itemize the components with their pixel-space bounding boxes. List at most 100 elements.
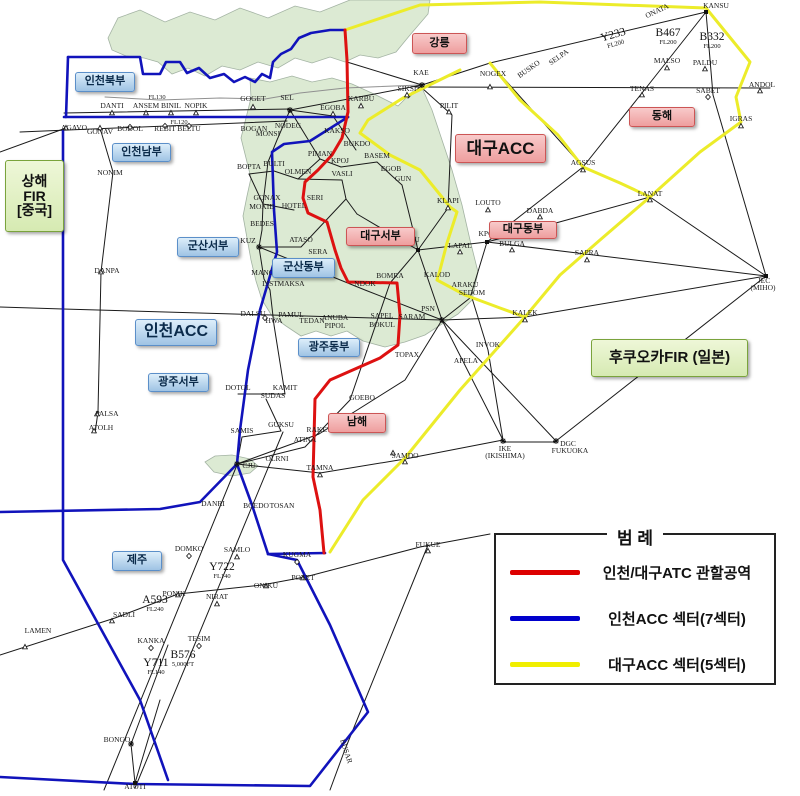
fix-triangle-icon bbox=[389, 449, 397, 456]
svg-text:FL200: FL200 bbox=[703, 43, 720, 50]
fix-triangle-icon bbox=[579, 166, 587, 173]
atc-jurisdiction-boundary bbox=[301, 28, 402, 555]
waypoint-atoti: ATOTI bbox=[124, 782, 146, 791]
vor-icon bbox=[419, 82, 425, 88]
fix-triangle-icon bbox=[521, 316, 529, 323]
waypoint-danpa: DANPA bbox=[94, 266, 120, 275]
sector-box-namhae: 남해 bbox=[328, 413, 386, 433]
fix-diamond-icon bbox=[162, 122, 168, 130]
fix-triangle-icon bbox=[424, 547, 432, 554]
waypoint-miho: (MIHO) bbox=[751, 283, 776, 292]
fix-triangle-icon bbox=[456, 248, 464, 255]
waypoint-monsi: MONSI bbox=[256, 129, 281, 138]
waypoint-sapra: SAPRA bbox=[575, 248, 600, 257]
waypoint-apela: APELA bbox=[454, 356, 479, 365]
waypoint-fukuoka: FUKUOKA bbox=[552, 446, 589, 455]
waypoint-bogan: BOGAN bbox=[241, 124, 268, 133]
waypoint-klapi: KLAPI bbox=[437, 196, 460, 205]
waypoint-jec: JEC bbox=[758, 276, 771, 285]
waypoint-gonav: GONAV bbox=[87, 127, 114, 136]
junction-icon bbox=[704, 10, 708, 14]
waypoint-topax: TOPAX bbox=[395, 350, 420, 359]
vor-icon bbox=[287, 107, 293, 113]
fix-diamond-icon bbox=[262, 314, 268, 322]
fix-triangle-icon bbox=[357, 102, 365, 109]
sector-box-incheon-north: 인천북부 bbox=[75, 72, 135, 92]
waypoint-bongo: BONGO bbox=[104, 735, 131, 744]
fix-triangle-icon bbox=[638, 91, 646, 98]
waypoint-dalsu: DALSU bbox=[240, 309, 266, 318]
waypoint-olrni: OLRNI bbox=[266, 454, 289, 463]
waypoint-bukdo: BUKDO bbox=[344, 139, 371, 148]
sector-box-gunsan-west: 군산서부 bbox=[177, 237, 239, 257]
waypoint-kalod: KALOD bbox=[424, 270, 451, 279]
waypoint-dabda: DABDA bbox=[527, 206, 554, 215]
waypoint-samis: SAMIS bbox=[231, 426, 254, 435]
waypoint-piman: PIMAN bbox=[308, 149, 333, 158]
svg-text:FL240: FL240 bbox=[146, 606, 163, 613]
waypoint-ataso: ATASO bbox=[289, 235, 313, 244]
fix-triangle-icon bbox=[93, 410, 101, 417]
waypoint-lapal: LAPAL bbox=[448, 241, 472, 250]
waypoint-oniku: ONIKU bbox=[254, 581, 279, 590]
fix-triangle-icon bbox=[401, 458, 409, 465]
waypoint-bokul: BOKUL bbox=[369, 320, 395, 329]
fix-triangle-icon bbox=[445, 108, 453, 115]
waypoint-karbu: KARBU bbox=[348, 94, 375, 103]
fix-triangle-icon bbox=[262, 582, 270, 589]
waypoint-list: LIST bbox=[262, 279, 278, 288]
sector-box-fukuoka-fir: 후쿠오카FIR (일본) bbox=[591, 339, 748, 377]
waypoint-kanka: KANKA bbox=[137, 636, 165, 645]
waypoint-psn: PSN bbox=[421, 304, 435, 313]
waypoint-danti: DANTI bbox=[100, 101, 124, 110]
daegu-acc-sector-boundary bbox=[328, 0, 752, 554]
waypoint-lanat: LANAT bbox=[638, 189, 663, 198]
fix-triangle-icon bbox=[444, 204, 452, 211]
waypoint-hwa: HWA bbox=[265, 316, 283, 325]
waypoint-dgc: DGC bbox=[560, 439, 576, 448]
sector-box-gangneung: 강릉 bbox=[412, 33, 467, 54]
vor-icon bbox=[439, 317, 445, 323]
waypoint-onata: ONATA bbox=[644, 1, 671, 20]
fix-triangle-icon bbox=[663, 64, 671, 71]
svg-text:5,000FT: 5,000FT bbox=[172, 661, 194, 668]
waypoint-igras: IGRAS bbox=[730, 114, 753, 123]
sector-box-shanghai-fir: 상해 FIR [중국] bbox=[5, 160, 64, 232]
waypoint-tenas: TENAS bbox=[630, 84, 654, 93]
waypoint-sel: SEL bbox=[280, 93, 294, 102]
fix-triangle-icon bbox=[108, 617, 116, 624]
legend-swatch-yellow bbox=[510, 661, 580, 667]
waypoint-tosan: TOSAN bbox=[270, 501, 295, 510]
vor-icon bbox=[256, 244, 262, 250]
waypoint-kansu: KANSU bbox=[703, 1, 729, 10]
waypoint-kae: KAE bbox=[413, 68, 429, 77]
fix-triangle-icon bbox=[508, 246, 516, 253]
fix-triangle-icon bbox=[486, 83, 494, 90]
junction-icon bbox=[416, 248, 420, 252]
waypoint-pilit: PILIT bbox=[440, 101, 459, 110]
fix-triangle-icon bbox=[97, 268, 105, 275]
waypoint-egob: EGOB bbox=[381, 164, 401, 173]
waypoint-kugma: KUGMA bbox=[283, 550, 312, 559]
waypoint-malso: MALSO bbox=[654, 56, 681, 65]
waypoint-basem: BASEM bbox=[364, 151, 390, 160]
waypoint-saram: SARAM bbox=[399, 312, 426, 321]
waypoint-vasli: VASLI bbox=[331, 169, 353, 178]
fix-triangle-icon bbox=[484, 206, 492, 213]
sector-box-gwangju-west: 광주서부 bbox=[148, 373, 209, 392]
fix-triangle-icon bbox=[316, 471, 324, 478]
waypoint-araku: ARAKU bbox=[452, 280, 479, 289]
svg-text:Y711: Y711 bbox=[143, 657, 168, 669]
waypoint-raket: RAKET bbox=[307, 425, 332, 434]
fix-diamond-icon bbox=[148, 644, 154, 652]
fix-triangle-icon bbox=[142, 109, 150, 116]
waypoint-bomra: BOMRA bbox=[376, 271, 404, 280]
svg-text:B576: B576 bbox=[171, 649, 196, 661]
waypoint-bedes: BEDES bbox=[250, 219, 274, 228]
waypoint-dotol: DOTOL bbox=[225, 383, 251, 392]
waypoint-invok: INVOK bbox=[476, 340, 501, 349]
